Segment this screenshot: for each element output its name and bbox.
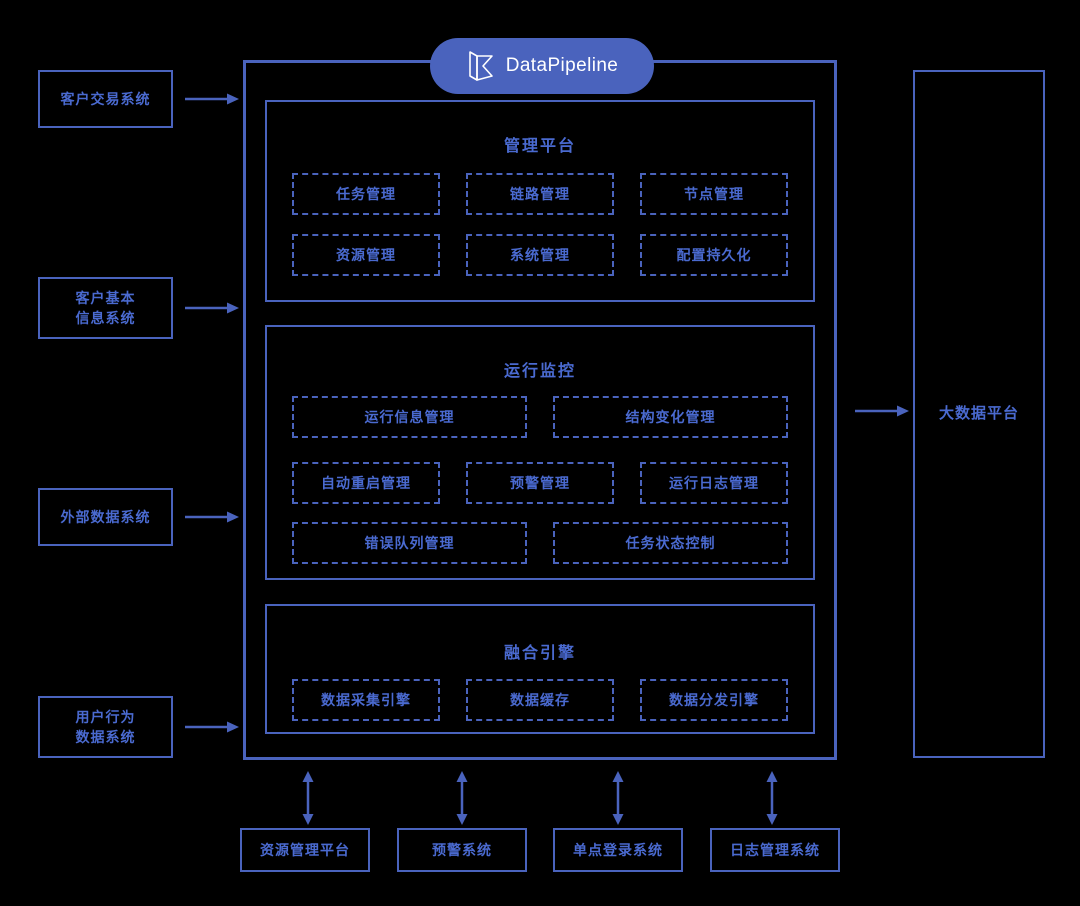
supporting-arrow-3-icon xyxy=(612,771,624,825)
module-data-cache[interactable]: 数据缓存 xyxy=(466,679,614,721)
module-label: 结构变化管理 xyxy=(625,409,716,425)
supporting-arrow-2-icon xyxy=(456,771,468,825)
source-arrow-4-icon xyxy=(185,721,239,733)
module-label: 任务管理 xyxy=(336,186,396,202)
source-system-box-2[interactable]: 客户基本 信息系统 xyxy=(38,277,173,339)
supporting-system-box-1[interactable]: 资源管理平台 xyxy=(240,828,370,872)
brand-name: DataPipeline xyxy=(505,55,619,76)
module-error-queue-management[interactable]: 错误队列管理 xyxy=(292,522,527,564)
module-label: 配置持久化 xyxy=(676,247,752,263)
source-system-box-1[interactable]: 客户交易系统 xyxy=(38,70,173,128)
module-label: 链路管理 xyxy=(510,186,570,202)
module-node-management[interactable]: 节点管理 xyxy=(640,173,788,215)
module-label: 数据分发引擎 xyxy=(669,692,759,708)
supporting-system-label: 资源管理平台 xyxy=(260,841,350,858)
module-label: 节点管理 xyxy=(684,186,744,202)
destination-arrow-icon xyxy=(855,405,909,417)
source-system-label: 用户行为 数据系统 xyxy=(75,708,136,745)
supporting-system-label: 单点登录系统 xyxy=(573,841,663,858)
module-data-collection-engine[interactable]: 数据采集引擎 xyxy=(292,679,440,721)
source-system-label: 客户交易系统 xyxy=(60,90,151,107)
module-schema-change-management[interactable]: 结构变化管理 xyxy=(553,396,788,438)
module-label: 数据采集引擎 xyxy=(321,692,411,708)
module-label: 数据缓存 xyxy=(510,692,570,708)
section-panel-fusion-engine: 融合引擎 xyxy=(265,604,815,734)
cube-logo-icon xyxy=(468,51,493,81)
module-label: 错误队列管理 xyxy=(364,535,455,551)
section-title-monitoring: 运行监控 xyxy=(503,363,576,380)
source-arrow-2-icon xyxy=(185,302,239,314)
module-label: 资源管理 xyxy=(336,247,396,263)
module-label: 运行日志管理 xyxy=(669,475,759,491)
module-system-management[interactable]: 系统管理 xyxy=(466,234,614,276)
module-label: 任务状态控制 xyxy=(625,535,716,551)
module-alert-management[interactable]: 预警管理 xyxy=(466,462,614,504)
supporting-system-box-3[interactable]: 单点登录系统 xyxy=(553,828,683,872)
module-label: 自动重启管理 xyxy=(321,475,411,491)
module-task-state-control[interactable]: 任务状态控制 xyxy=(553,522,788,564)
module-runtime-info-management[interactable]: 运行信息管理 xyxy=(292,396,527,438)
section-panel-monitoring: 运行监控 xyxy=(265,325,815,580)
source-system-box-3[interactable]: 外部数据系统 xyxy=(38,488,173,546)
supporting-system-label: 日志管理系统 xyxy=(730,841,820,858)
module-label: 系统管理 xyxy=(510,247,570,263)
supporting-system-label: 预警系统 xyxy=(432,841,492,858)
module-runtime-log-management[interactable]: 运行日志管理 xyxy=(640,462,788,504)
module-data-distribution-engine[interactable]: 数据分发引擎 xyxy=(640,679,788,721)
destination-bigdata-platform[interactable]: 大数据平台 xyxy=(913,70,1045,758)
module-label: 运行信息管理 xyxy=(364,409,455,425)
source-system-label: 客户基本 信息系统 xyxy=(75,289,136,326)
supporting-arrow-4-icon xyxy=(766,771,778,825)
module-label: 预警管理 xyxy=(510,475,570,491)
source-system-box-4[interactable]: 用户行为 数据系统 xyxy=(38,696,173,758)
module-auto-restart-management[interactable]: 自动重启管理 xyxy=(292,462,440,504)
section-title-fusion-engine: 融合引擎 xyxy=(503,645,576,662)
module-resource-management[interactable]: 资源管理 xyxy=(292,234,440,276)
module-link-management[interactable]: 链路管理 xyxy=(466,173,614,215)
section-panel-management: 管理平台 xyxy=(265,100,815,302)
source-arrow-3-icon xyxy=(185,511,239,523)
supporting-system-box-2[interactable]: 预警系统 xyxy=(397,828,527,872)
supporting-arrow-1-icon xyxy=(302,771,314,825)
module-task-management[interactable]: 任务管理 xyxy=(292,173,440,215)
source-system-label: 外部数据系统 xyxy=(60,508,151,525)
section-title-management: 管理平台 xyxy=(503,138,576,155)
source-arrow-1-icon xyxy=(185,93,239,105)
supporting-system-box-4[interactable]: 日志管理系统 xyxy=(710,828,840,872)
module-config-persistence[interactable]: 配置持久化 xyxy=(640,234,788,276)
destination-label: 大数据平台 xyxy=(938,405,1019,423)
datapipeline-logo-badge: DataPipeline xyxy=(430,38,654,94)
